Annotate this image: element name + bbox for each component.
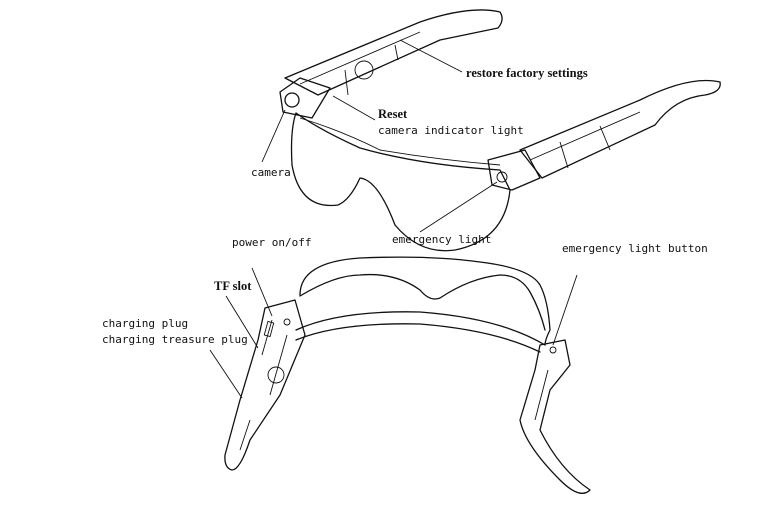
speaker-grille-side [267, 366, 285, 384]
glasses-front-view [279, 9, 721, 252]
label-emergency-light: emergency light [392, 233, 491, 246]
emergency-light-button-glyph [549, 346, 557, 354]
lens-shield [290, 112, 511, 252]
camera-lens [284, 92, 300, 108]
label-charging-treasure-plug: charging treasure plug [102, 333, 248, 346]
glasses-side-view [224, 256, 591, 494]
leader-lines [209, 39, 578, 399]
label-reset: Reset [378, 107, 408, 121]
speaker-grille [354, 60, 374, 80]
emergency-light-lens [496, 171, 508, 183]
label-power-on-off: power on/off [232, 236, 311, 249]
label-tf-slot: TF slot [214, 279, 252, 293]
label-emergency-light-button: emergency light button [562, 242, 708, 255]
label-restore-factory-settings: restore factory settings [466, 66, 588, 80]
label-charging-plug: charging plug [102, 317, 188, 330]
label-camera-indicator-light: camera indicator light [378, 124, 524, 137]
label-camera: camera [251, 166, 291, 179]
